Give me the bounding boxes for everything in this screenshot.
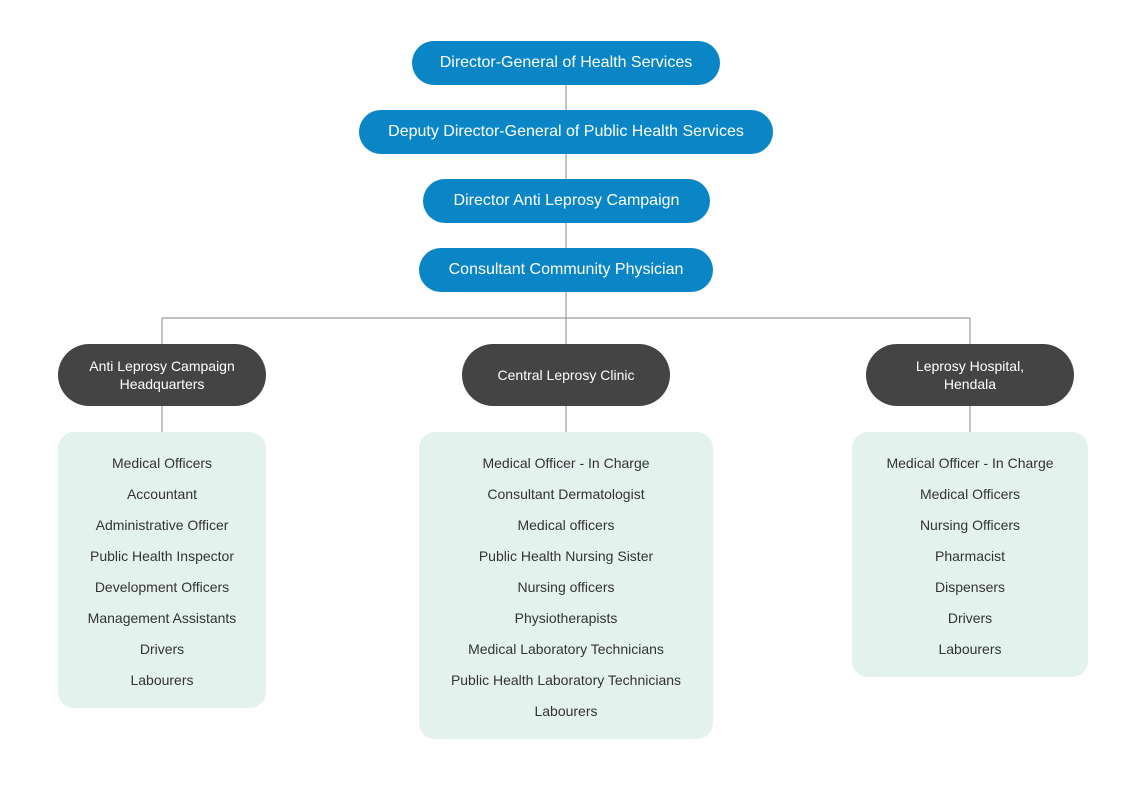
staff-item: Consultant Dermatologist	[487, 486, 645, 502]
department-node-headquarters: Anti Leprosy Campaign Headquarters	[58, 344, 266, 406]
department-name-line: Anti Leprosy Campaign	[89, 358, 235, 374]
staff-item: Drivers	[139, 641, 185, 657]
staff-item: Nursing officers	[517, 579, 615, 595]
staff-item: Public Health Laboratory Technicians	[450, 672, 682, 688]
staff-item: Medical Laboratory Technicians	[468, 641, 664, 657]
staff-item: Drivers	[947, 610, 993, 626]
staff-item: Dispensers	[934, 579, 1006, 595]
node-consultant-community-physician-label: Consultant Community Physician	[448, 261, 684, 278]
department-name-line: Headquarters	[119, 376, 205, 392]
staff-item: Public Health Nursing Sister	[478, 548, 654, 564]
staff-box-hendala-hospital: Medical Officer - In Charge Medical Offi…	[852, 432, 1088, 677]
staff-item: Public Health Inspector	[90, 548, 234, 564]
staff-item: Medical Officers	[111, 455, 213, 471]
node-director-general: Director-General of Health Services	[412, 41, 720, 85]
node-deputy-director-general: Deputy Director-General of Public Health…	[359, 110, 773, 154]
department-name-line: Central Leprosy Clinic	[497, 367, 635, 383]
node-deputy-director-general-label: Deputy Director-General of Public Health…	[388, 123, 744, 140]
staff-item: Accountant	[126, 486, 198, 502]
node-consultant-community-physician: Consultant Community Physician	[419, 248, 713, 292]
staff-item: Medical Officer - In Charge	[886, 455, 1054, 471]
node-director-anti-leprosy-label: Director Anti Leprosy Campaign	[453, 192, 680, 209]
staff-item: Medical Officers	[919, 486, 1021, 502]
staff-box-headquarters: Medical Officers Accountant Administrati…	[58, 432, 266, 708]
department-node-hendala-hospital: Leprosy Hospital, Hendala	[866, 344, 1074, 406]
staff-item: Medical officers	[517, 517, 615, 533]
department-name-line: Leprosy Hospital,	[915, 358, 1025, 374]
department-node-central-clinic: Central Leprosy Clinic	[462, 344, 670, 406]
staff-item: Pharmacist	[934, 548, 1006, 564]
staff-item: Labourers	[534, 703, 598, 719]
node-director-general-label: Director-General of Health Services	[439, 54, 693, 71]
staff-item: Nursing Officers	[919, 517, 1021, 533]
staff-item: Development Officers	[94, 579, 230, 595]
staff-item: Labourers	[938, 641, 1002, 657]
staff-item: Labourers	[130, 672, 194, 688]
staff-item: Physiotherapists	[514, 610, 618, 626]
node-director-anti-leprosy: Director Anti Leprosy Campaign	[423, 179, 710, 223]
staff-box-central-clinic: Medical Officer - In Charge Consultant D…	[419, 432, 713, 739]
department-name-line: Hendala	[943, 376, 997, 392]
staff-item: Medical Officer - In Charge	[482, 455, 650, 471]
staff-item: Management Assistants	[87, 610, 237, 626]
staff-item: Administrative Officer	[95, 517, 229, 533]
